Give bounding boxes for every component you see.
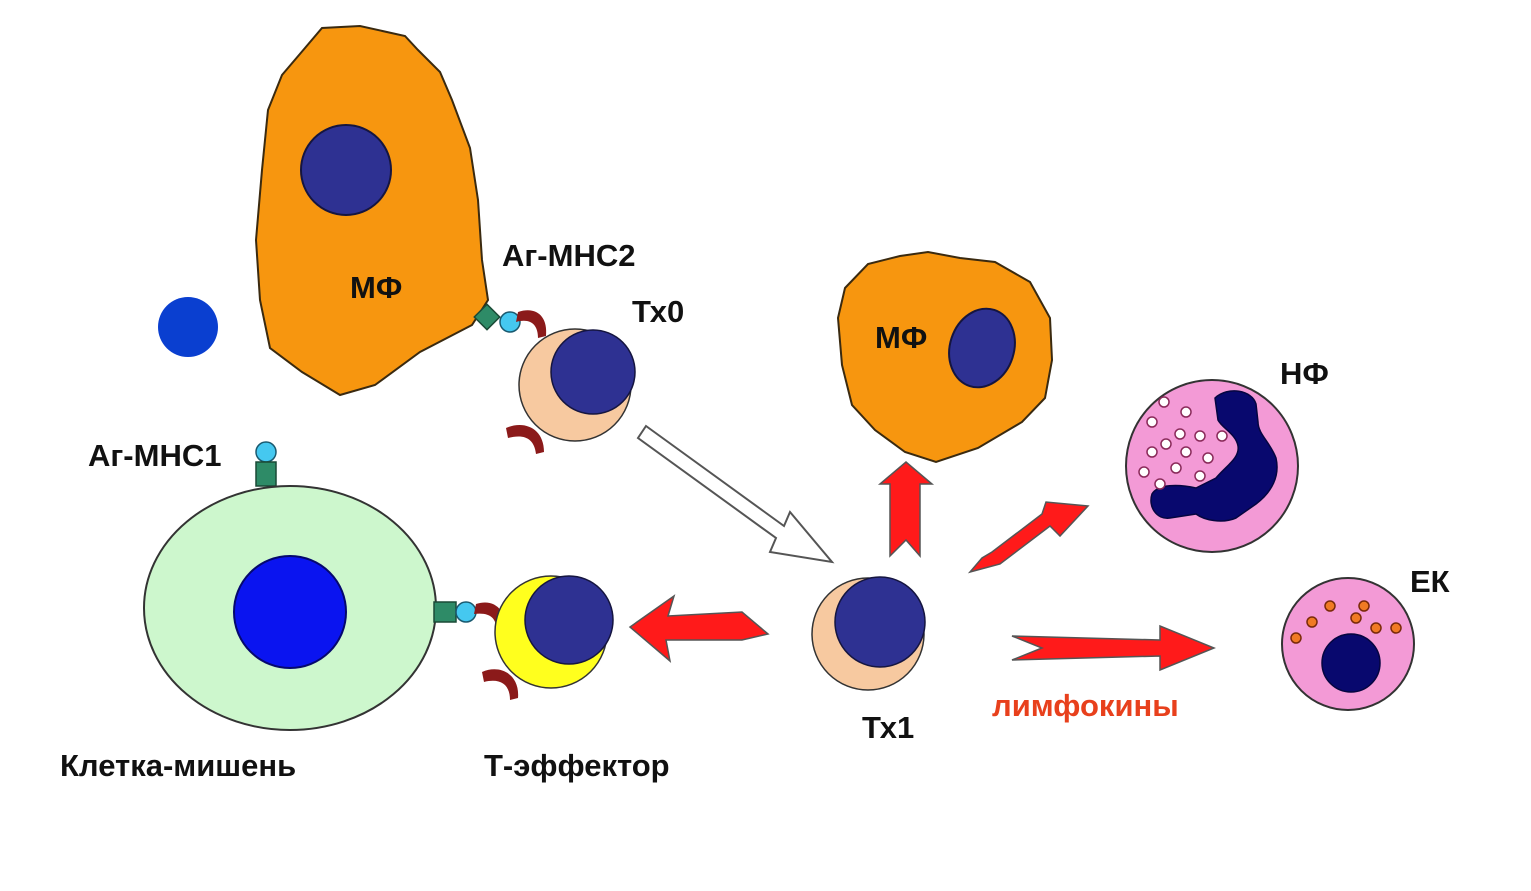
- neutrophil-nucleus: [1150, 390, 1278, 522]
- antigen-on-mhc2: [499, 311, 521, 333]
- macrophage-right: МФ: [836, 250, 1054, 464]
- macrophage-top: МФ: [254, 24, 490, 397]
- free-antigen: [158, 297, 218, 357]
- mhc1-molecule: [255, 461, 277, 487]
- ek-label: ЕК: [1410, 564, 1450, 599]
- macrophage-top-label: МФ: [350, 270, 402, 305]
- arrow-to-effector: [628, 594, 770, 663]
- ag-mhc1-label: Аг-МНС1: [88, 438, 221, 473]
- macrophage-right-body: [836, 250, 1054, 464]
- mhc2-molecule: [473, 303, 501, 331]
- target-cell: [143, 485, 477, 731]
- nf-label: НФ: [1280, 356, 1329, 391]
- tx0-receptor-top: [516, 310, 547, 338]
- t-effector-cell: [474, 575, 614, 700]
- tx1-label: Тх1: [862, 710, 914, 745]
- t-effector-receptor-bottom: [482, 669, 519, 700]
- macrophage-top-body: [254, 24, 490, 397]
- ag-mhc1-complex: [255, 441, 277, 487]
- target-mhc1-molecule: [433, 601, 457, 623]
- t-effector-nucleus: [524, 575, 614, 665]
- lymphokines-label: лимфокины: [992, 688, 1179, 723]
- antigen-on-mhc1: [255, 441, 277, 463]
- neutrophil-cell: [1125, 379, 1299, 553]
- tx1-nucleus: [834, 576, 926, 668]
- target-antigen: [455, 601, 477, 623]
- target-cell-nucleus: [233, 555, 347, 669]
- arrow-to-neutrophil: [967, 501, 1090, 574]
- ek-cell: [1281, 577, 1415, 711]
- macrophage-right-label: МФ: [875, 320, 927, 355]
- tx0-nucleus: [550, 329, 636, 415]
- tx1-cell: [811, 576, 926, 691]
- tx0-receptor-bottom: [506, 425, 544, 454]
- macrophage-right-nucleus: [948, 307, 1016, 389]
- tx0-label: Тх0: [632, 294, 684, 329]
- target-cell-label: Клетка-мишень: [60, 748, 296, 783]
- tx0-cell: [506, 310, 636, 454]
- ag-mhc2-label: Аг-МНС2: [502, 238, 635, 273]
- arrow-to-ek: [1011, 624, 1216, 672]
- differentiation-arrow: [636, 424, 835, 564]
- ek-nucleus: [1321, 633, 1381, 693]
- ek-granules: [1290, 600, 1402, 644]
- t-effector-label: Т-эффектор: [484, 748, 670, 783]
- macrophage-top-nucleus: [300, 124, 392, 216]
- arrow-to-macrophage: [877, 461, 935, 558]
- ag-mhc2-complex: [473, 303, 521, 333]
- neutrophil-granules: [1138, 396, 1228, 490]
- target-mhc1-complex: [433, 601, 477, 623]
